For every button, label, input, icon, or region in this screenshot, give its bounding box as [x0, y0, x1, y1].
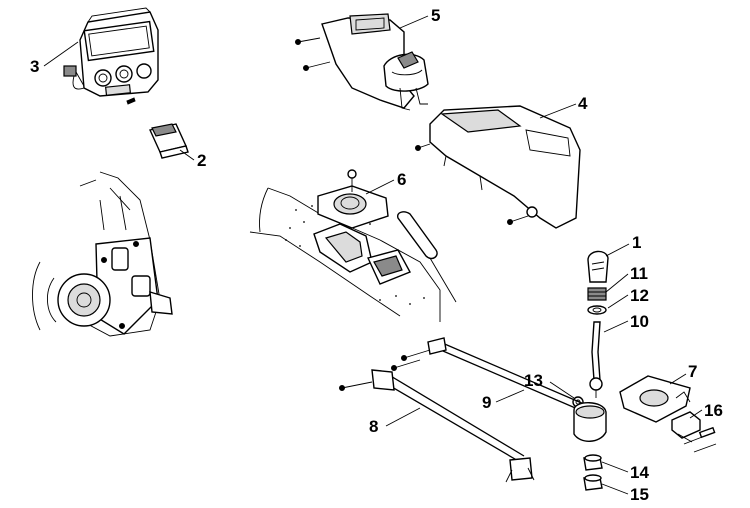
ashtray-part [149, 123, 189, 159]
leader-14 [601, 461, 629, 473]
callout-7: 7 [688, 362, 697, 381]
shift-lever-part [589, 321, 603, 398]
bushing-15-part [583, 474, 603, 491]
leader-6 [365, 179, 395, 195]
leader-1 [605, 243, 630, 257]
ring-part [587, 305, 607, 315]
stay-rod-part [339, 369, 535, 483]
boot-part [587, 287, 607, 301]
rear-console-part [415, 105, 581, 229]
leader-11 [605, 273, 629, 293]
callout-4: 4 [578, 94, 588, 113]
leader-lines [43, 15, 703, 495]
leader-8 [385, 407, 421, 427]
leader-4 [539, 103, 577, 119]
callout-labels: 1 2 3 4 5 6 7 8 9 10 11 12 13 14 15 16 [30, 6, 723, 504]
callout-10: 10 [630, 312, 649, 331]
leader-3 [43, 41, 79, 67]
callout-15: 15 [630, 485, 649, 504]
floor-tunnel [249, 187, 441, 322]
leader-2 [179, 149, 195, 161]
bushing-14-part [583, 454, 603, 471]
center-panel-part [63, 7, 159, 105]
callout-11: 11 [630, 264, 648, 283]
leader-7 [669, 373, 687, 385]
leader-16 [689, 409, 703, 419]
shift-rod-part [391, 337, 607, 442]
callout-5: 5 [431, 6, 440, 25]
callout-1: 1 [632, 233, 641, 252]
hand-brake-lever [397, 211, 457, 303]
shift-knob-part [587, 250, 609, 283]
front-console-part [295, 13, 429, 111]
leader-13 [549, 381, 575, 399]
leader-5 [399, 15, 429, 29]
shift-boot-plate-part [317, 169, 389, 229]
clip-part [671, 411, 717, 453]
leader-10 [603, 320, 629, 333]
leader-12 [607, 294, 629, 309]
callout-8: 8 [369, 417, 378, 436]
callout-9: 9 [482, 393, 491, 412]
transmission-assembly [32, 171, 173, 337]
callout-13: 13 [524, 371, 543, 390]
callout-6: 6 [397, 170, 406, 189]
callout-3: 3 [30, 57, 39, 76]
callout-14: 14 [630, 463, 649, 482]
shift-lever-plate-part [619, 375, 691, 423]
callout-2: 2 [197, 151, 206, 170]
leader-15 [601, 483, 629, 495]
callout-16: 16 [704, 401, 723, 420]
leader-9 [495, 389, 525, 403]
callout-12: 12 [630, 286, 649, 305]
